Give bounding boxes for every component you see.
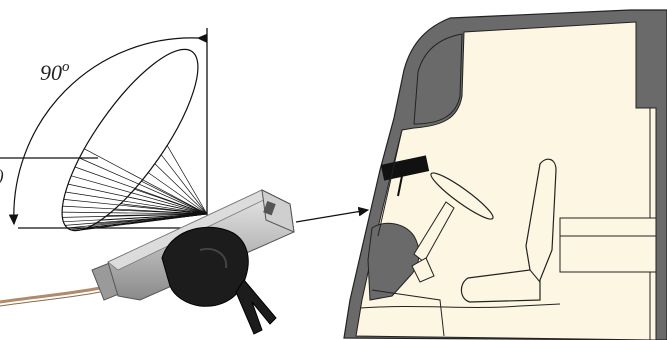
pointer-arrow <box>296 210 368 222</box>
sensing-ray <box>161 155 207 214</box>
sensing-ray <box>71 176 207 214</box>
vehicle-cab <box>344 10 667 340</box>
field-of-view-diagram: 90o ) <box>0 28 220 248</box>
angle-label: 90o <box>40 59 70 85</box>
rear-bunk <box>560 218 656 272</box>
sensing-ray <box>79 158 207 214</box>
sensor-clip <box>236 280 276 334</box>
sensor-mount <box>162 227 248 306</box>
partial-label: ) <box>0 166 4 185</box>
